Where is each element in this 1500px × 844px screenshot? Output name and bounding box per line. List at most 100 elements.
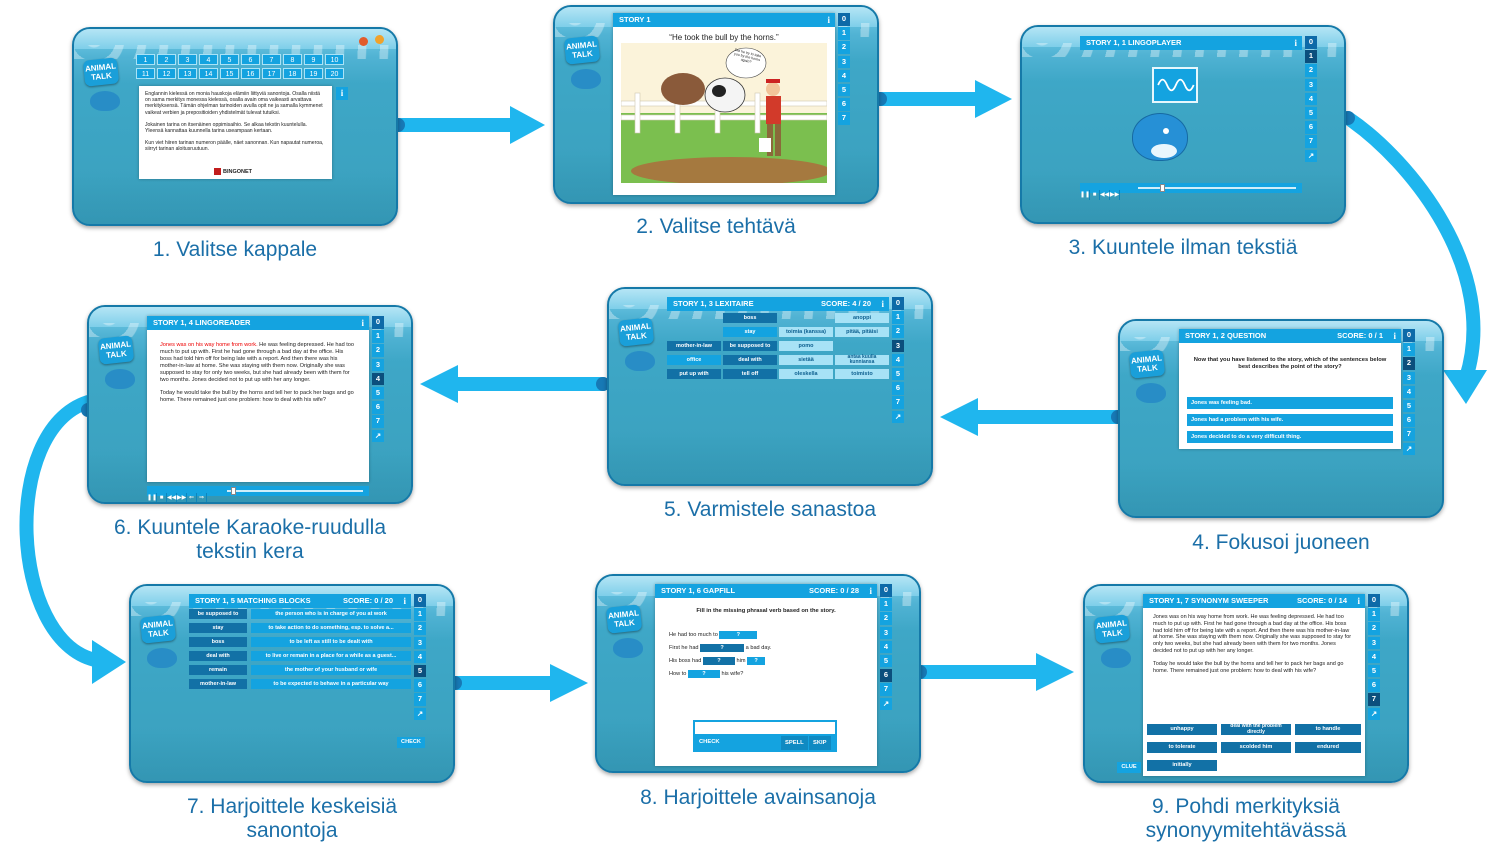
word-card[interactable]: boss: [723, 313, 777, 323]
nav-button-2[interactable]: 2: [880, 612, 892, 625]
spell-button[interactable]: SPELL: [781, 736, 808, 750]
story-number-button[interactable]: 12: [157, 68, 176, 79]
word-card[interactable]: pitää, pitäisi: [835, 327, 889, 337]
nav-button-1[interactable]: 1: [880, 598, 892, 611]
nav-button-7[interactable]: 7: [1368, 693, 1380, 706]
word-card[interactable]: anoppi: [835, 313, 889, 323]
expand-icon[interactable]: ↗: [372, 429, 384, 442]
story-number-button[interactable]: 20: [325, 68, 344, 79]
gap-slot[interactable]: ?: [719, 631, 758, 639]
skip-button[interactable]: SKIP: [809, 736, 831, 750]
nav-button-2[interactable]: 2: [1368, 622, 1380, 635]
expand-icon[interactable]: ↗: [1368, 707, 1380, 720]
story-number-button[interactable]: 7: [262, 54, 281, 65]
story-number-button[interactable]: 14: [199, 68, 218, 79]
nav-button-6[interactable]: 6: [880, 669, 892, 682]
nav-button-7[interactable]: 7: [838, 112, 850, 125]
nav-button-6[interactable]: 6: [838, 98, 850, 111]
nav-button-4[interactable]: 4: [1403, 385, 1415, 399]
rewind-icon[interactable]: ◀◀: [1100, 190, 1110, 200]
nav-button-5[interactable]: 5: [1403, 399, 1415, 413]
match-right-item[interactable]: to live or remain in a place for a while…: [251, 651, 411, 661]
nav-button-2[interactable]: 2: [838, 41, 850, 54]
nav-button-6[interactable]: 6: [414, 679, 426, 692]
story-number-button[interactable]: 17: [262, 68, 281, 79]
nav-button-2[interactable]: 2: [372, 344, 384, 357]
word-card[interactable]: be supposed to: [723, 341, 777, 351]
nav-button-1[interactable]: 1: [1403, 343, 1415, 356]
match-right-item[interactable]: to take action to do something, esp. to …: [251, 623, 411, 633]
story-number-button[interactable]: 3: [178, 54, 197, 65]
nav-button-7[interactable]: 7: [414, 693, 426, 706]
story-number-button[interactable]: 10: [325, 54, 344, 65]
gap-slot[interactable]: ?: [747, 657, 766, 665]
nav-button-4[interactable]: 4: [1305, 92, 1317, 106]
forward-icon[interactable]: ▶▶: [1110, 190, 1120, 200]
nav-button-5[interactable]: 5: [1305, 106, 1317, 120]
match-right-item[interactable]: the person who is in charge of you at wo…: [251, 609, 411, 619]
word-card[interactable]: toimia (kanssa): [779, 327, 833, 337]
expand-icon[interactable]: ↗: [880, 697, 892, 710]
synonym-card[interactable]: unhappy: [1147, 724, 1217, 735]
check-button[interactable]: CHECK: [699, 739, 720, 745]
nav-button-7[interactable]: 7: [892, 396, 904, 409]
progress-slider[interactable]: [1160, 184, 1165, 192]
match-left-item[interactable]: be supposed to: [189, 609, 247, 619]
nav-button-2[interactable]: 2: [1403, 357, 1415, 370]
info-button[interactable]: i: [361, 318, 364, 328]
gap-slot[interactable]: ?: [702, 657, 735, 665]
nav-button-0[interactable]: 0: [1305, 36, 1317, 49]
answer-option[interactable]: Jones decided to do a very difficult thi…: [1187, 431, 1393, 443]
nav-button-7[interactable]: 7: [880, 683, 892, 696]
back-icon[interactable]: ⇐: [187, 493, 197, 502]
nav-button-5[interactable]: 5: [372, 386, 384, 400]
info-button[interactable]: i: [336, 87, 348, 100]
word-card[interactable]: pomo: [779, 341, 833, 351]
nav-button-3[interactable]: 3: [1403, 371, 1415, 385]
story-number-button[interactable]: 19: [304, 68, 323, 79]
nav-button-5[interactable]: 5: [880, 654, 892, 668]
nav-button-6[interactable]: 6: [1403, 414, 1415, 427]
stop-icon[interactable]: ■: [157, 493, 167, 502]
match-left-item[interactable]: remain: [189, 665, 247, 675]
info-button[interactable]: i: [827, 15, 830, 25]
nav-button-0[interactable]: 0: [1368, 594, 1380, 607]
nav-button-0[interactable]: 0: [838, 13, 850, 26]
word-card[interactable]: sietää: [779, 355, 833, 365]
nav-button-0[interactable]: 0: [892, 297, 904, 310]
story-number-button[interactable]: 18: [283, 68, 302, 79]
check-button[interactable]: CHECK: [397, 737, 425, 748]
match-left-item[interactable]: deal with: [189, 651, 247, 661]
nav-button-4[interactable]: 4: [372, 372, 384, 386]
word-card[interactable]: stay: [723, 327, 777, 337]
match-right-item[interactable]: to be expected to behave in a particular…: [251, 679, 411, 689]
nav-button-1[interactable]: 1: [838, 27, 850, 40]
forward-icon[interactable]: ▶▶: [177, 493, 187, 502]
match-left-item[interactable]: boss: [189, 637, 247, 647]
nav-button-7[interactable]: 7: [372, 415, 384, 428]
synonym-card[interactable]: endured: [1295, 742, 1361, 753]
clue-button[interactable]: CLUE: [1117, 762, 1141, 773]
nav-button-6[interactable]: 6: [1368, 679, 1380, 692]
match-right-item[interactable]: to be left as still to be dealt with: [251, 637, 411, 647]
answer-option[interactable]: Jones had a problem with his wife.: [1187, 414, 1393, 426]
nav-button-3[interactable]: 3: [838, 55, 850, 69]
gap-slot[interactable]: ?: [687, 670, 720, 678]
stop-icon[interactable]: ■: [1090, 190, 1100, 200]
synonym-card[interactable]: to tolerate: [1147, 742, 1217, 753]
nav-button-3[interactable]: 3: [414, 636, 426, 650]
answer-option[interactable]: Jones was feeling bad.: [1187, 397, 1393, 409]
expand-icon[interactable]: ↗: [414, 707, 426, 720]
nav-button-1[interactable]: 1: [372, 330, 384, 343]
info-button[interactable]: i: [1357, 596, 1360, 606]
word-card[interactable]: deal with: [723, 355, 777, 365]
synonym-card[interactable]: scolded him: [1221, 742, 1291, 753]
info-button[interactable]: i: [1294, 38, 1297, 48]
story-number-button[interactable]: 16: [241, 68, 260, 79]
story-number-button[interactable]: 13: [178, 68, 197, 79]
story-number-button[interactable]: 6: [241, 54, 260, 65]
info-button[interactable]: i: [403, 596, 406, 606]
nav-button-6[interactable]: 6: [892, 382, 904, 395]
expand-icon[interactable]: ↗: [892, 410, 904, 423]
nav-button-3[interactable]: 3: [372, 358, 384, 372]
